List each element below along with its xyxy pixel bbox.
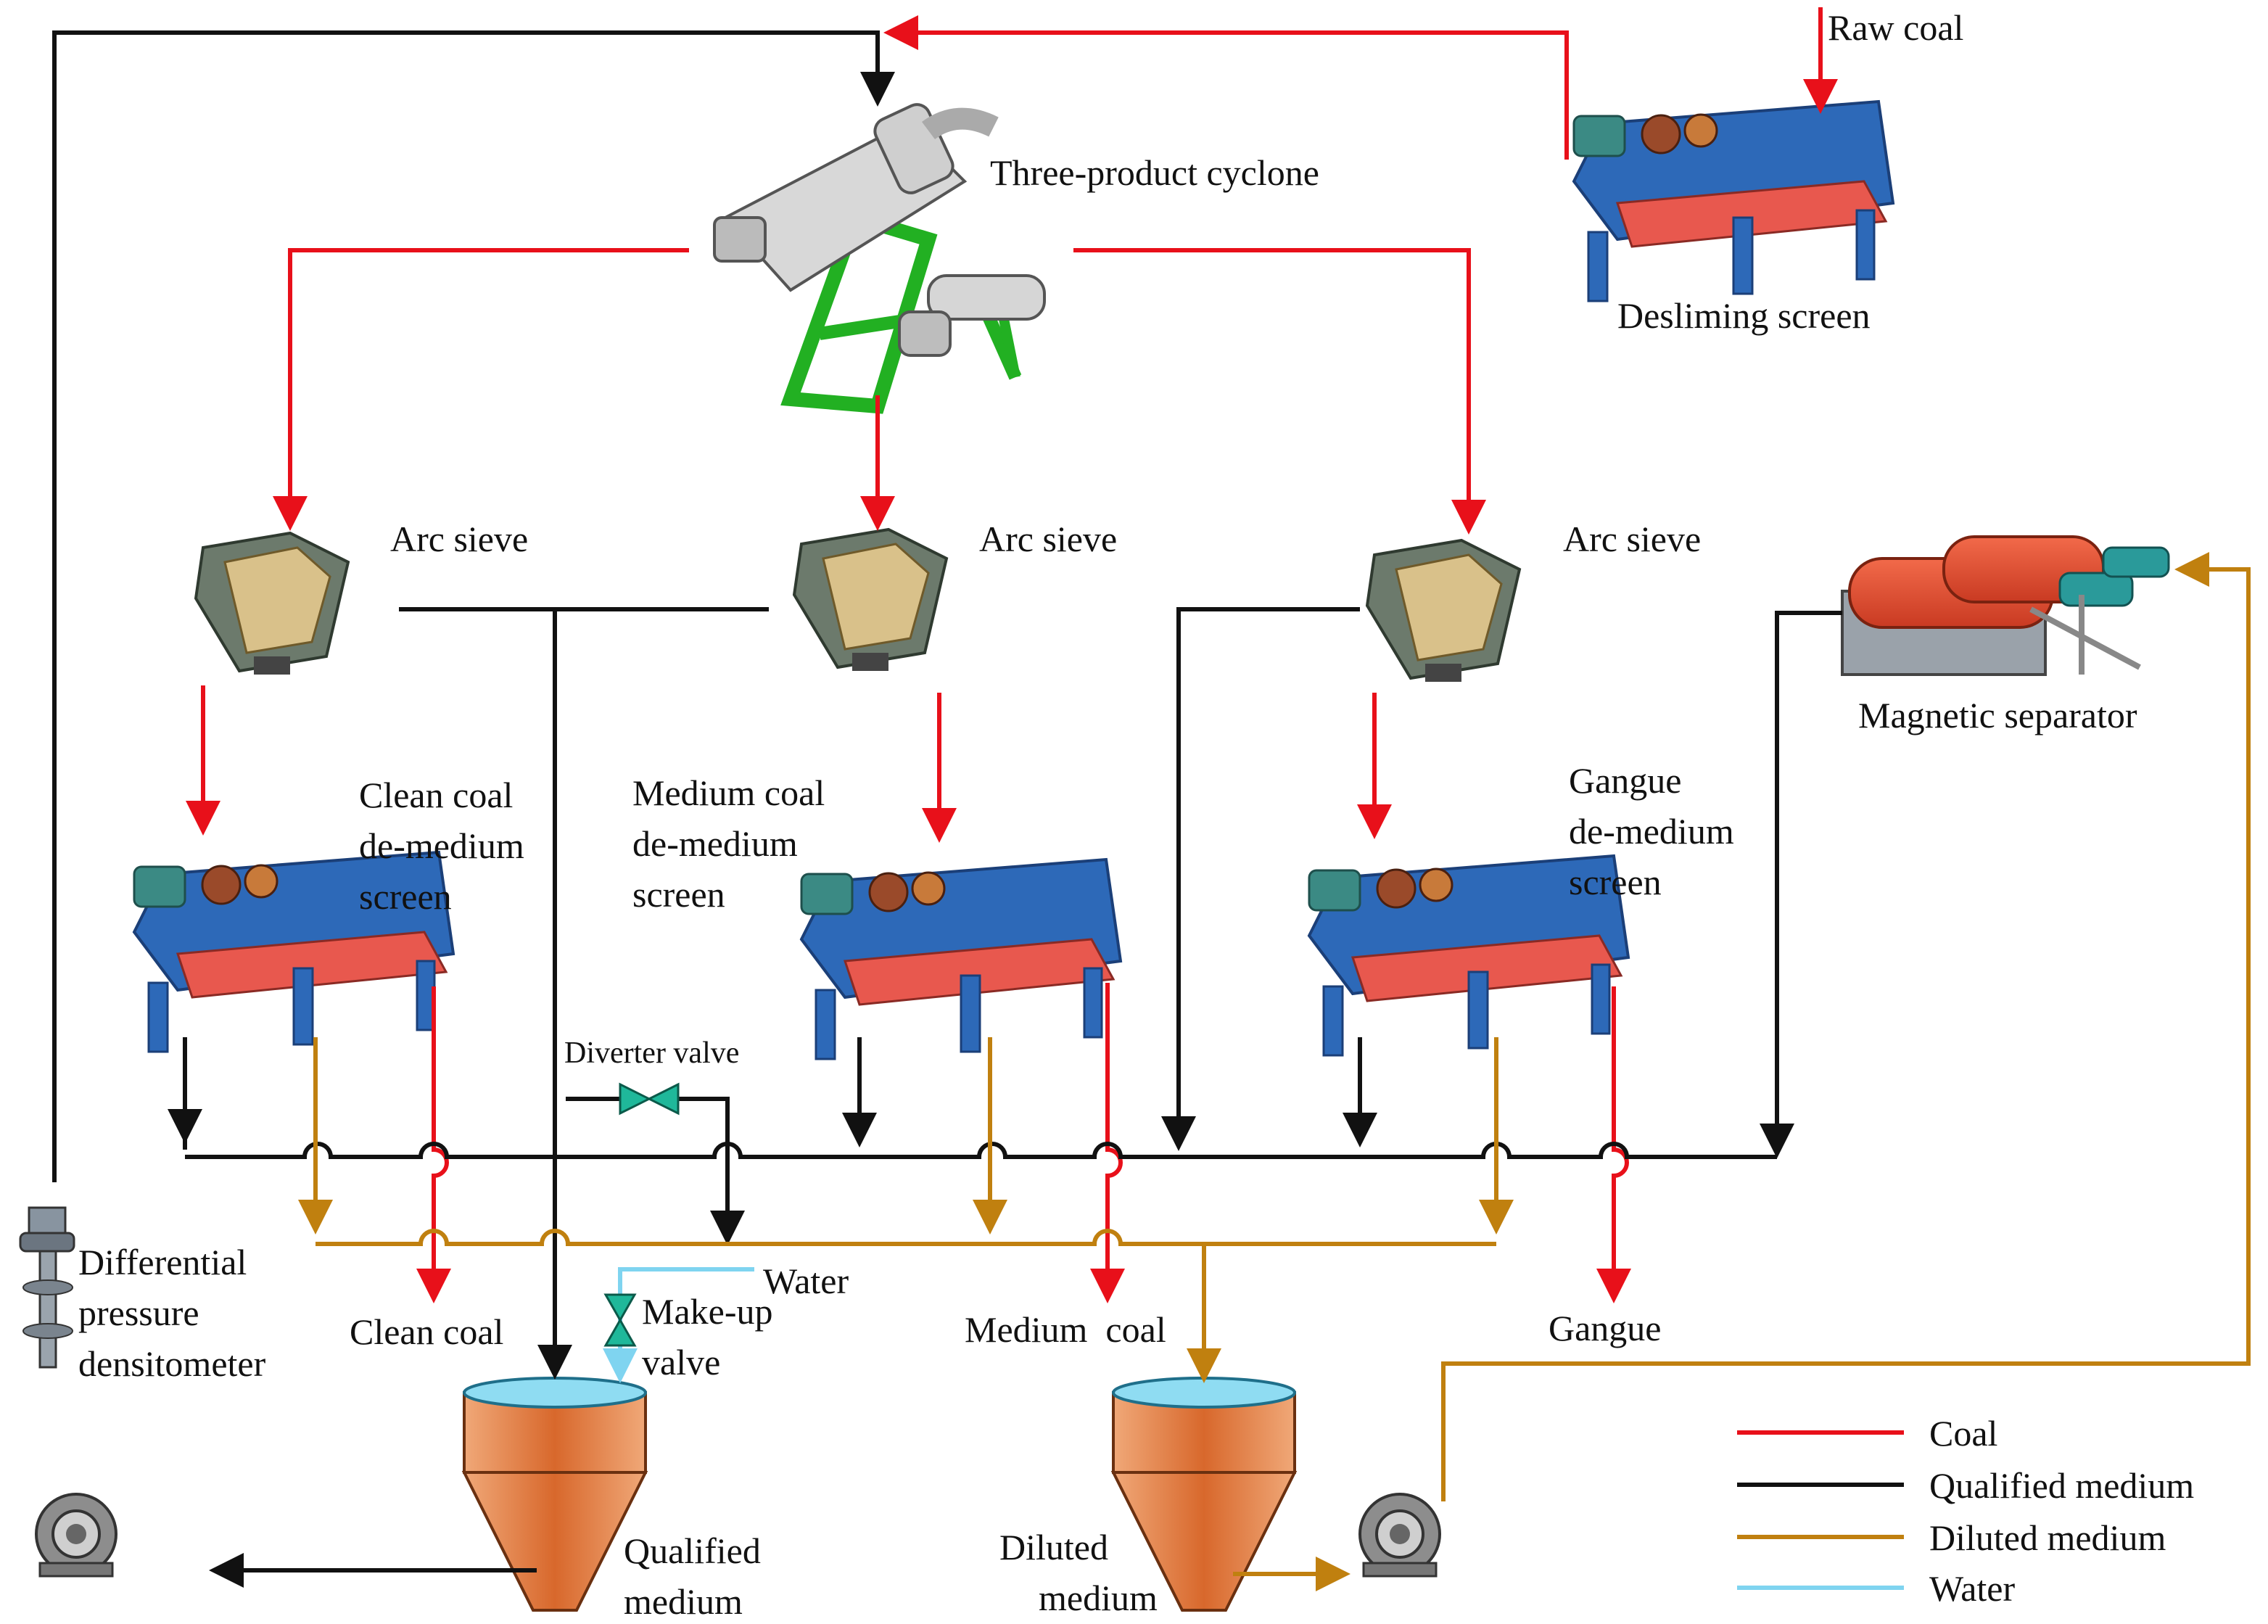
svg-text:medium: medium xyxy=(1039,1578,1158,1618)
legend-item-coal: Coal xyxy=(1737,1413,1997,1454)
svg-text:Make-up: Make-up xyxy=(642,1291,773,1332)
svg-text:pressure: pressure xyxy=(78,1293,199,1333)
three-product-cyclone-icon xyxy=(713,103,1046,414)
svg-text:Clean coal: Clean coal xyxy=(359,775,513,815)
svg-text:densitometer: densitometer xyxy=(78,1343,266,1384)
diverter-valve-label: Diverter valve xyxy=(564,1036,739,1070)
svg-text:Diluted: Diluted xyxy=(999,1527,1108,1567)
svg-text:valve: valve xyxy=(642,1342,720,1382)
medium-screen-label: Medium coal de-medium screen xyxy=(632,772,825,915)
desliming-screen-icon xyxy=(1572,100,1894,302)
makeup-valve-icon xyxy=(603,1293,637,1347)
svg-text:screen: screen xyxy=(632,874,725,915)
legend-label: Water xyxy=(1929,1568,2015,1609)
arc-sieve-1-icon xyxy=(194,532,350,676)
cyclone-label: Three-product cyclone xyxy=(990,152,1319,193)
diluted-medium-tank-label: Diluted medium xyxy=(999,1527,1158,1618)
legend-item-diluted-medium: Diluted medium xyxy=(1737,1517,2166,1558)
clean-screen-label: Clean coal de-medium screen xyxy=(359,775,524,917)
medium-coal-screen-icon xyxy=(800,858,1122,1060)
qualified-medium-tank-label: Qualified medium xyxy=(624,1530,761,1622)
coal-flow-lines xyxy=(186,7,1838,1303)
desliming-screen-label: Desliming screen xyxy=(1617,295,1871,336)
arc-sieve-2-label: Arc sieve xyxy=(979,519,1117,559)
legend-label: Qualified medium xyxy=(1929,1465,2194,1506)
diluted-medium-flow-lines xyxy=(298,552,2251,1591)
magnetic-separator-icon xyxy=(1841,535,2170,676)
medium-coal-output-label: Medium coal xyxy=(965,1309,1166,1350)
svg-text:de-medium: de-medium xyxy=(632,823,798,864)
raw-coal-label: Raw coal xyxy=(1828,7,1963,48)
svg-text:de-medium: de-medium xyxy=(1569,811,1734,852)
magnetic-separator-label: Magnetic separator xyxy=(1858,695,2137,735)
qualified-medium-pump-icon xyxy=(35,1493,117,1578)
densitometer-icon xyxy=(19,1206,75,1369)
legend: Coal Qualified medium Diluted medium Wat… xyxy=(1737,1413,2194,1609)
svg-text:Differential: Differential xyxy=(78,1242,247,1282)
svg-text:screen: screen xyxy=(1569,862,1662,902)
densitometer-label: Differential pressure densitometer xyxy=(78,1242,266,1384)
arc-sieve-3-icon xyxy=(1366,539,1521,683)
svg-text:Qualified: Qualified xyxy=(624,1530,761,1571)
gangue-screen-label: Gangue de-medium screen xyxy=(1569,760,1734,902)
legend-item-qualified-medium: Qualified medium xyxy=(1737,1465,2194,1506)
diverter-valve-icon xyxy=(619,1082,680,1116)
clean-coal-output-label: Clean coal xyxy=(350,1311,503,1352)
svg-text:Medium coal: Medium coal xyxy=(632,772,825,813)
arc-sieve-1-label: Arc sieve xyxy=(390,519,528,559)
diluted-medium-pump-icon xyxy=(1358,1493,1441,1578)
gangue-output-label: Gangue xyxy=(1549,1308,1662,1348)
legend-label: Diluted medium xyxy=(1929,1517,2166,1558)
svg-text:Gangue: Gangue xyxy=(1569,760,1682,801)
makeup-valve-label: Make-up valve xyxy=(642,1291,773,1382)
diluted-medium-tank-icon xyxy=(1110,1377,1298,1612)
qualified-medium-tank-icon xyxy=(461,1377,648,1612)
arc-sieve-3-label: Arc sieve xyxy=(1563,519,1701,559)
svg-text:medium: medium xyxy=(624,1581,743,1622)
svg-text:screen: screen xyxy=(359,876,452,917)
svg-text:de-medium: de-medium xyxy=(359,825,524,866)
water-label: Water xyxy=(763,1261,849,1301)
legend-label: Coal xyxy=(1929,1413,1997,1454)
qualified-medium-flow-lines xyxy=(52,30,1842,1588)
legend-item-water: Water xyxy=(1737,1568,2015,1609)
arc-sieve-2-icon xyxy=(793,528,948,672)
